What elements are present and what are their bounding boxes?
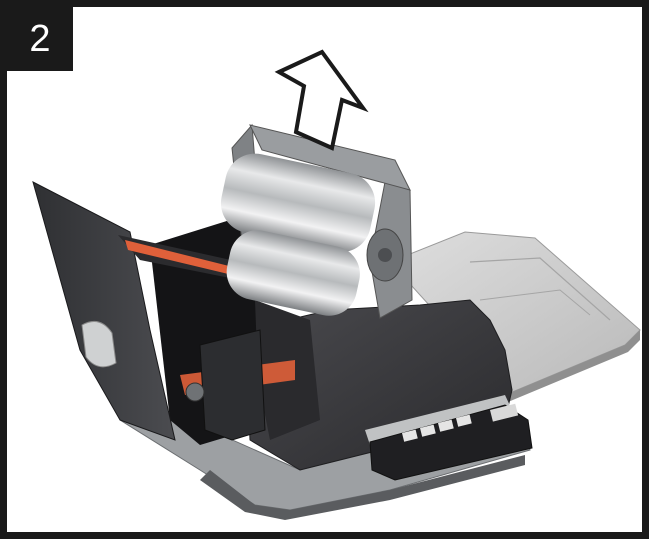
film-cartridge	[220, 123, 413, 319]
open-lid	[32, 181, 295, 441]
control-button	[455, 414, 472, 427]
control-button	[420, 424, 436, 437]
output-tray	[389, 231, 641, 402]
lower-film-roll	[226, 230, 360, 316]
control-button	[437, 419, 454, 432]
control-panel	[369, 403, 533, 481]
hinge-knob	[185, 382, 205, 402]
heater-strip	[125, 240, 245, 278]
control-button	[402, 429, 418, 442]
lid-handle	[81, 320, 117, 368]
up-arrow-outline-icon	[274, 49, 369, 151]
step-number-badge: 2	[7, 7, 73, 71]
display-screen	[489, 403, 519, 422]
upper-film-roll	[220, 153, 376, 253]
